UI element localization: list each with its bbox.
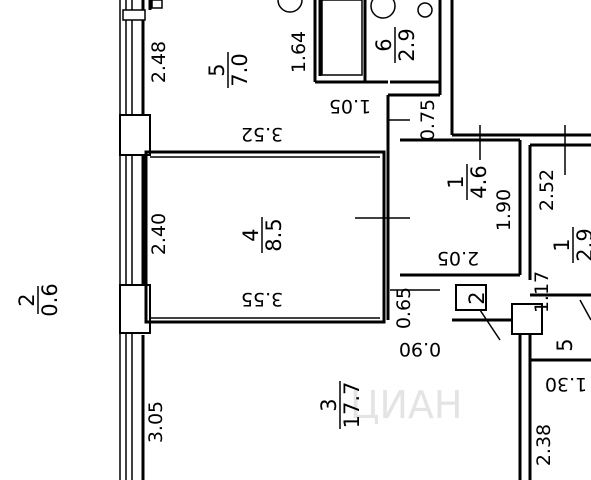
bathtub [321, 0, 363, 76]
room-1b-label: 1 2.9 [550, 227, 591, 263]
svg-text:1: 1 [550, 238, 574, 251]
dim-label: 2.38 [533, 424, 555, 466]
dim-label: 3.05 [145, 401, 167, 443]
room-5b-label: 5 [553, 338, 577, 351]
room-3-label: 3 17.7 [317, 381, 364, 429]
svg-text:6: 6 [372, 38, 396, 51]
room-4-outline [144, 150, 386, 324]
room-6-label: 6 2.9 [372, 27, 419, 63]
svg-text:1: 1 [444, 175, 468, 188]
svg-text:2.9: 2.9 [395, 28, 419, 61]
svg-text:5: 5 [553, 338, 577, 351]
window [119, 114, 151, 156]
svg-text:5: 5 [205, 63, 229, 76]
window [122, 9, 146, 21]
interior-walls [148, 0, 591, 480]
svg-text:0.6: 0.6 [38, 283, 62, 316]
svg-text:4: 4 [239, 228, 263, 241]
dim-label: 0.65 [393, 287, 415, 329]
svg-text:8.5: 8.5 [262, 218, 286, 251]
svg-text:2.9: 2.9 [573, 228, 591, 261]
dim-label: 0.75 [417, 99, 439, 141]
dim-label: 2.05 [437, 247, 479, 269]
room-2b-label: 2 [465, 291, 489, 304]
dim-label: 2.52 [536, 169, 558, 211]
toilet-icon [277, 0, 433, 19]
riser [511, 303, 543, 335]
room-1-label: 1 4.6 [444, 164, 491, 200]
svg-text:4.6: 4.6 [467, 165, 491, 198]
small-closet [455, 284, 487, 311]
dim-label: 0.90 [399, 338, 441, 360]
dim-label: 2.48 [148, 41, 170, 83]
svg-text:3: 3 [317, 398, 341, 411]
dimension-ticks [355, 119, 591, 341]
dim-label: 1.17 [531, 271, 553, 313]
dim-label: 3.52 [241, 123, 283, 145]
dim-label: 1.90 [493, 189, 515, 231]
outer-wall [119, 0, 151, 480]
watermark-text: ЦИАН [350, 383, 463, 427]
dim-label: 1.05 [329, 95, 371, 117]
svg-text:2: 2 [465, 291, 489, 304]
room-5-label: 5 7.0 [205, 52, 252, 88]
svg-text:17.7: 17.7 [340, 382, 364, 429]
svg-text:7.0: 7.0 [228, 53, 252, 86]
dim-label: 3.55 [241, 288, 283, 310]
dim-label: 2.40 [148, 213, 170, 255]
svg-text:2: 2 [15, 293, 39, 306]
dim-label: 1.30 [545, 373, 587, 395]
room-2-label: 2 0.6 [15, 283, 62, 316]
small-box [151, 0, 163, 9]
dim-label: 1.64 [288, 31, 310, 73]
room-4-label: 4 8.5 [239, 217, 286, 253]
